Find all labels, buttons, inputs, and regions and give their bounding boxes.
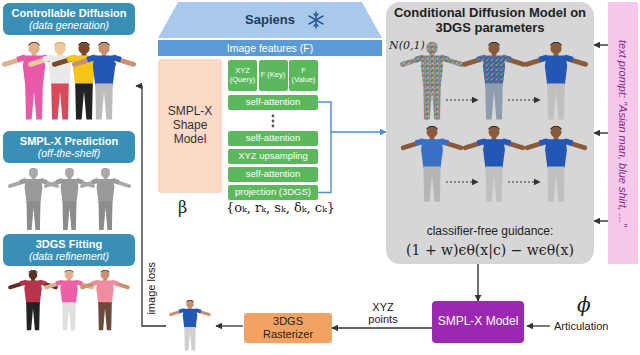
- noise-label: N(0,1): [389, 40, 425, 53]
- node-text: text prompt: "Asian man, blue shirt, ...…: [617, 40, 630, 227]
- denoising-figure: [464, 42, 523, 120]
- connector: [477, 264, 478, 301]
- step-arrow: [508, 99, 540, 100]
- person-figure: [4, 42, 63, 120]
- rasterizer-box: 3DGS Rasterizer: [244, 313, 332, 343]
- denoising-figure: [403, 126, 461, 202]
- connector: [594, 44, 608, 45]
- node-text: self-attention: [230, 133, 316, 144]
- mesh-figure: [10, 168, 57, 230]
- node-text: (data generation): [6, 19, 132, 31]
- encoder-trapezoid: Sapiens: [158, 2, 382, 38]
- feedback-line: [136, 86, 166, 326]
- stage-box: SMPL-X Prediction(off-the-shelf): [3, 131, 135, 163]
- token-box: F (Value): [289, 60, 318, 91]
- node-text: 3DGS Rasterizer: [247, 315, 329, 340]
- step-arrow: [446, 99, 478, 100]
- prompt-strip: text prompt: "Asian man, blue shirt, ...…: [608, 2, 638, 264]
- gaussian-parameters: {oₖ, rₖ, sₖ, δₖ, cₖ}: [226, 201, 335, 216]
- person-figure: [10, 270, 56, 330]
- node-text: 3DGS Fitting: [6, 238, 132, 251]
- stage-box: 3DGS Fitting(data refinement): [3, 234, 135, 266]
- node-text: SMPL-X Model: [435, 315, 521, 329]
- ellipsis-dot: [272, 125, 275, 128]
- node-text: Controllable Diffusion: [6, 7, 132, 20]
- connector: [594, 132, 608, 133]
- token-box: XYZ (Query): [228, 60, 257, 91]
- denoised-figure: [465, 126, 523, 202]
- denoised-figure: [527, 126, 585, 202]
- transformer-block: self-attention: [228, 167, 318, 182]
- transformer-block: projection (3DGS): [228, 185, 318, 200]
- node-text: Image features (F): [161, 42, 379, 54]
- connector: [594, 220, 608, 221]
- node-text: SMPL-X Prediction: [6, 135, 132, 148]
- node-text: XYZ (Query): [229, 67, 256, 84]
- node-text: self-attention: [230, 97, 316, 108]
- trapezoid-fill: [158, 2, 382, 38]
- feature-bar: Image features (F): [158, 40, 382, 56]
- connector: [318, 132, 386, 193]
- transformer-block: self-attention: [228, 95, 318, 110]
- articulation-arrow: [527, 325, 550, 326]
- step-arrow: [446, 181, 478, 182]
- mesh-figure: [82, 168, 129, 230]
- pose-symbol: ϕ: [577, 294, 591, 317]
- node-text: Sapiens: [161, 13, 379, 28]
- denoised-figure: [526, 42, 585, 120]
- node-text: classifier-free guidance:: [392, 225, 588, 239]
- body-model-box: SMPL-X Model: [432, 301, 524, 343]
- edge-label: XYZ points: [357, 301, 409, 325]
- shape-parameter: β: [178, 199, 187, 217]
- person-figure: [82, 270, 128, 330]
- node-text: (1 + w)ϵθ(x|c) − wϵθ(x): [392, 242, 588, 258]
- node-text: XYZ upsampling: [230, 151, 316, 162]
- ellipsis-dot: [272, 115, 275, 118]
- person-figure: [74, 42, 133, 120]
- stage-box: Controllable Diffusion(data generation): [3, 3, 135, 35]
- transformer-block: self-attention: [228, 131, 318, 146]
- node-text: projection (3DGS): [230, 187, 316, 198]
- node-text: SMPL-X Shape Model: [161, 105, 219, 146]
- node-text: self-attention: [230, 169, 316, 180]
- transformer-block: XYZ upsampling: [228, 149, 318, 164]
- step-arrow: [508, 181, 540, 182]
- loss-label: image loss: [145, 262, 158, 315]
- node-text: F (Key): [260, 71, 287, 80]
- node-text: F (Value): [290, 67, 317, 84]
- person-figure: [30, 42, 89, 120]
- mesh-figure: [46, 168, 93, 230]
- ellipsis-dot: [272, 120, 275, 123]
- node-text: (data refinement): [6, 250, 132, 262]
- connector: [332, 327, 432, 328]
- pose-label: Articulation: [554, 320, 608, 333]
- bracket-line: [318, 102, 331, 132]
- snowflake-icon: [309, 12, 323, 28]
- shape-model-box: SMPL-X Shape Model: [158, 59, 222, 193]
- person-figure: [46, 270, 92, 330]
- output-arrow: [216, 325, 243, 326]
- token-box: F (Key): [259, 60, 288, 91]
- node-text: (off-the-shelf): [6, 147, 132, 159]
- person-figure: [54, 42, 113, 120]
- node-text: Conditional Diffusion Model on 3DGS para…: [392, 6, 588, 36]
- noisy-figure: [402, 42, 461, 120]
- output-figure: [171, 300, 209, 351]
